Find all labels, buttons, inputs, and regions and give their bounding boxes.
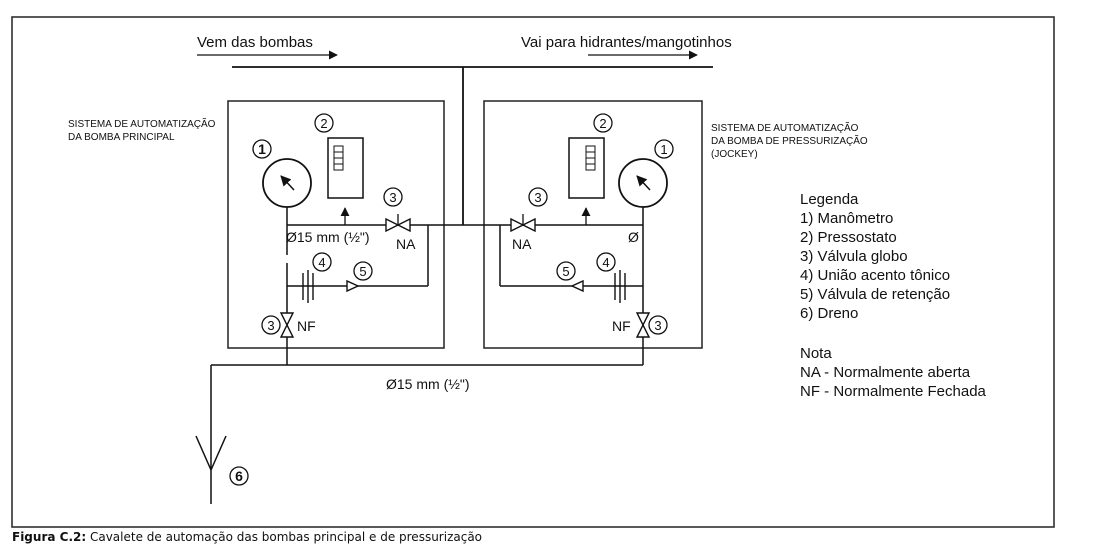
- right-callout-3b-circle: [648, 315, 668, 335]
- left-check-valve-icon: [346, 279, 360, 293]
- left-pressostato-icon: [327, 137, 364, 199]
- right-callout-5-circle: [556, 261, 576, 281]
- caption-text: Cavalete de automação das bombas princip…: [86, 530, 483, 544]
- left-pipe-label: Ø15 mm (½"): [286, 229, 370, 245]
- left-system-title-1: SISTEMA DE AUTOMATIZAÇÃO: [68, 117, 216, 130]
- right-callout-2: 2: [599, 116, 606, 131]
- left-nf-label: NF: [297, 318, 316, 334]
- left-manometer-needle: [280, 175, 295, 191]
- right-system-title-1: SISTEMA DE AUTOMATIZAÇÃO: [711, 121, 859, 134]
- right-system-title-2: DA BOMBA DE PRESSURIZAÇÃO: [711, 134, 868, 147]
- left-callout-3b: 3: [267, 318, 274, 333]
- legend-item: 1) Manômetro: [800, 210, 893, 227]
- legend-title: Legenda: [800, 191, 859, 208]
- left-nf-valve-icon: [279, 312, 295, 338]
- left-callout-5-circle: [353, 261, 373, 281]
- note-item: NF - Normalmente Fechada: [800, 383, 987, 400]
- right-callout-4-circle: [596, 252, 616, 272]
- right-pressostato-icon: [568, 137, 605, 199]
- note-title: Nota: [800, 345, 832, 362]
- bottom-pipe-label: Ø15 mm (½"): [386, 376, 470, 392]
- right-nf-valve-icon: [635, 312, 651, 338]
- left-callout-2: 2: [320, 116, 327, 131]
- right-na-label: NA: [512, 236, 532, 252]
- left-callout-1: 1: [258, 141, 266, 157]
- left-callout-3b-circle: [261, 315, 281, 335]
- right-callout-3a-circle: [528, 187, 548, 207]
- outer-frame: [11, 16, 1055, 528]
- left-system-title-2: DA BOMBA PRINCIPAL: [68, 132, 175, 143]
- legend-item: 6) Dreno: [800, 305, 858, 322]
- right-system-title-3: (JOCKEY): [711, 149, 758, 160]
- from-pumps-label: Vem das bombas: [197, 34, 313, 51]
- legend-item: 5) Válvula de retenção: [800, 286, 950, 303]
- left-callout-5: 5: [359, 264, 366, 279]
- left-callout-2-circle: [314, 113, 334, 133]
- left-callout-3a: 3: [389, 190, 396, 205]
- caption-label: Figura C.2:: [12, 530, 87, 544]
- legend-item: 2) Pressostato: [800, 229, 897, 246]
- legend-item: 4) União acento tônico: [800, 267, 950, 284]
- right-callout-2-circle: [593, 113, 613, 133]
- left-callout-1-circle: [252, 139, 272, 159]
- figure-caption: Figura C.2: Cavalete de automação das bo…: [12, 530, 482, 544]
- note-item: NA - Normalmente aberta: [800, 364, 971, 381]
- right-callout-5: 5: [562, 264, 569, 279]
- right-callout-3a: 3: [534, 190, 541, 205]
- callout-6-circle: [229, 466, 249, 486]
- right-callout-4: 4: [602, 255, 609, 270]
- left-callout-3a-circle: [383, 187, 403, 207]
- drain-icon: [195, 435, 212, 471]
- left-callout-4-circle: [312, 252, 332, 272]
- right-callout-1-circle: [654, 139, 674, 159]
- right-manometer-needle: [636, 175, 651, 191]
- callout-6: 6: [235, 468, 243, 484]
- right-check-valve-icon: [570, 279, 584, 293]
- right-pipe-label: Ø: [628, 229, 639, 245]
- right-nf-label: NF: [612, 318, 631, 334]
- right-callout-3b: 3: [654, 318, 661, 333]
- to-hydrants-label: Vai para hidrantes/mangotinhos: [521, 34, 732, 51]
- legend-item: 3) Válvula globo: [800, 248, 908, 265]
- left-callout-4: 4: [318, 255, 325, 270]
- right-callout-1: 1: [660, 142, 667, 157]
- left-na-label: NA: [396, 236, 416, 252]
